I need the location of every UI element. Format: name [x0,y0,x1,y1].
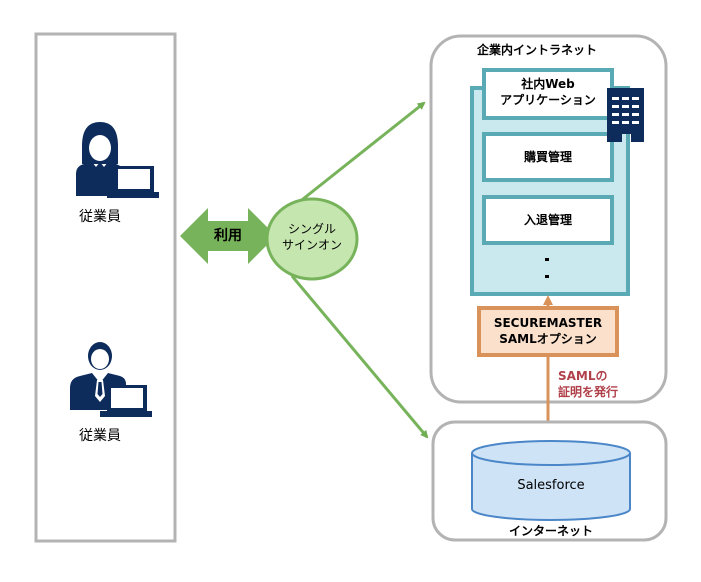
saml-note: SAMLの 証明を発行 [558,368,638,400]
saml-note-line1: SAMLの [558,369,608,383]
employee-label-female: 従業員 [79,209,121,225]
usage-label: 利用 [214,228,242,244]
ellipsis-dot [545,275,549,278]
app-box-purchasing [482,132,614,182]
ellipsis-dot [545,258,549,261]
sso-label-line2: サインオン [281,238,342,252]
sso-circle [265,197,359,281]
sso-label-line1: シングル [287,222,336,236]
arrow-to-internet [290,275,429,439]
intranet-title: 企業内イントラネット [476,43,597,57]
app-box-access [482,195,614,245]
salesforce-label: Salesforce [517,478,585,493]
salesforce-database-icon [471,440,631,521]
app-label-purchasing: 購買管理 [523,150,572,164]
laptop-icon [107,166,159,198]
sso-label: シングル サインオン [268,221,356,253]
web-app-label-line1: 社内Web [521,77,575,91]
web-app-label-line2: アプリケーション [500,93,596,107]
internet-title: インターネット [508,524,593,538]
securemaster-label: SECUREMASTER SAMLオプション [481,315,615,347]
laptop-icon [100,385,152,417]
app-stack [470,86,630,296]
saml-note-line2: 証明を発行 [558,385,619,399]
web-app-box [482,68,614,120]
employees-panel [34,32,177,543]
securemaster-box [477,306,619,357]
securemaster-label-line2: SAMLオプション [499,332,597,346]
app-label-access: 入退管理 [523,213,572,227]
employee-label-male: 従業員 [79,428,121,444]
arrow-to-intranet [297,101,426,205]
usage-double-arrow [180,208,276,264]
building-icon [607,88,644,142]
web-app-label: 社内Web アプリケーション [486,76,610,108]
securemaster-label-line1: SECUREMASTER [493,316,603,330]
female-user-icon [76,122,124,196]
